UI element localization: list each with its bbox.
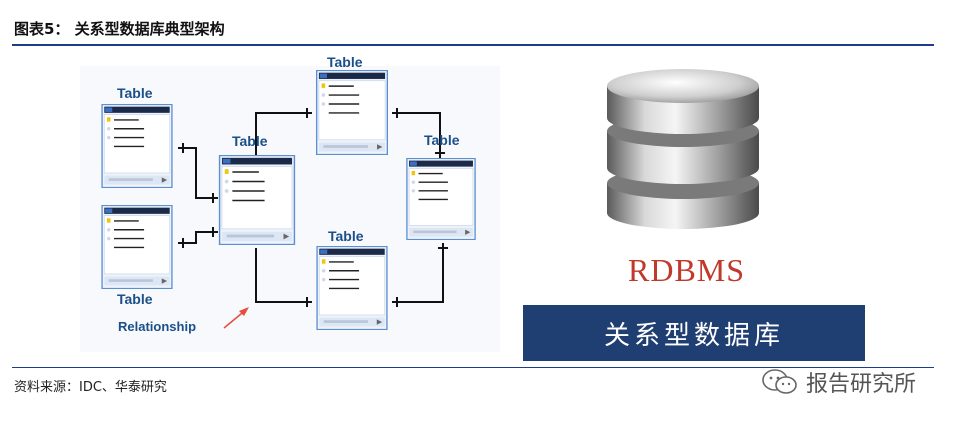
watermark: 报告研究所 <box>760 366 916 398</box>
crowfoot-marks <box>182 108 448 307</box>
connector-center-top <box>255 112 312 158</box>
table-left-top <box>101 104 173 188</box>
relationship-arrow <box>223 307 249 329</box>
table-top <box>315 70 389 155</box>
rdbms-label: RDBMS <box>628 252 746 288</box>
table-right <box>406 158 476 240</box>
table-label-right: Table <box>424 132 460 148</box>
wechat-icon <box>762 369 797 394</box>
connector-lefttop-center <box>178 147 218 199</box>
relationship-connectors <box>178 112 444 303</box>
connector-center-bottom <box>255 248 312 303</box>
table-label-top: Table <box>327 54 363 70</box>
table-label-center: Table <box>232 133 268 149</box>
source-note: 资料来源：IDC、华泰研究 <box>14 380 167 395</box>
table-label-left-top: Table <box>117 85 153 101</box>
table-label-left-bottom: Table <box>117 291 153 307</box>
rdbms-banner-text: 关系型数据库 <box>603 320 784 351</box>
watermark-text: 报告研究所 <box>806 372 917 397</box>
figure-title: 图表5： 关系型数据库典型架构 <box>14 20 225 38</box>
table-left-bottom <box>101 205 173 289</box>
rdbms-banner: 关系型数据库 <box>523 305 865 361</box>
relationship-label: Relationship <box>118 319 197 334</box>
table-bottom <box>316 246 388 330</box>
connector-leftbottom-center <box>178 231 218 244</box>
table-center <box>218 155 296 245</box>
database-cylinder-icon <box>607 69 759 229</box>
table-label-bottom: Table <box>328 228 364 244</box>
connector-top-right <box>392 112 441 158</box>
title-rule <box>12 44 934 46</box>
source-rule <box>12 367 934 368</box>
connector-right-bottom <box>392 243 444 303</box>
